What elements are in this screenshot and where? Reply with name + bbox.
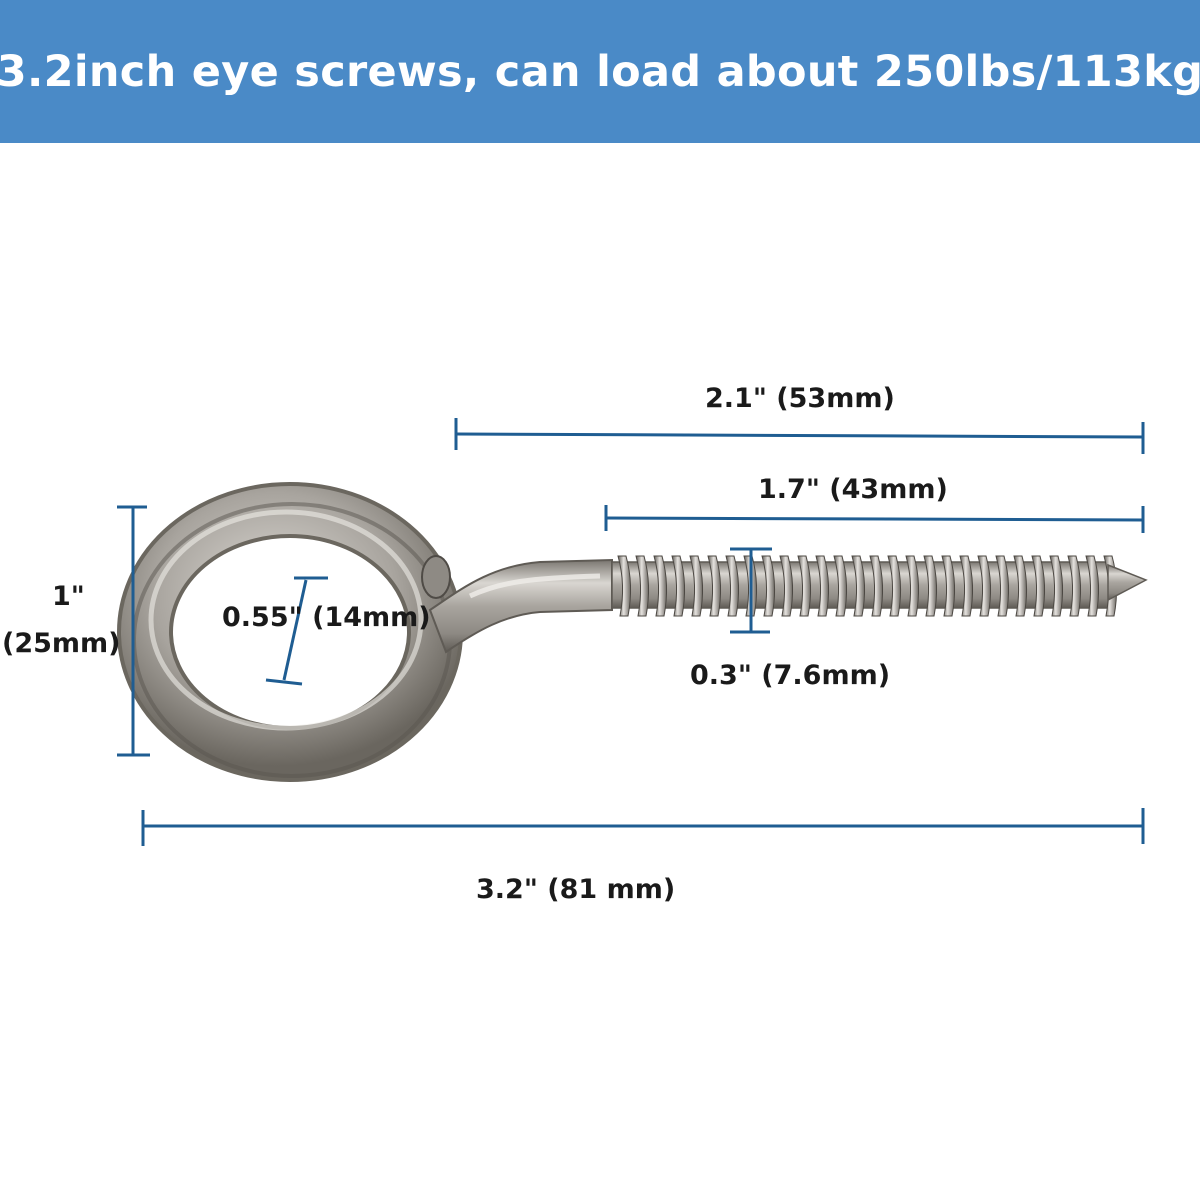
thread-ridge — [707, 555, 722, 617]
thread-ridge — [1049, 555, 1064, 617]
thread-ridge — [635, 555, 650, 617]
thread-ridge — [1031, 555, 1046, 617]
dimension-markers — [117, 418, 1145, 846]
thread-ridge — [833, 555, 848, 617]
thread-ridge — [779, 555, 794, 617]
screw-shank — [428, 558, 613, 654]
thread-diameter-label: 0.3" (7.6mm) — [690, 660, 891, 691]
thread-length-line — [605, 516, 1144, 522]
thread-ridge — [851, 555, 866, 617]
shank-length-line — [455, 432, 1144, 439]
thread-ridge — [797, 555, 812, 617]
thread-ridge — [1067, 555, 1082, 617]
title-banner: 3.2inch eye screws, can load about 250lb… — [0, 0, 1200, 143]
thread-ridge — [653, 555, 668, 617]
eye-height-mm-label: (25mm) — [2, 628, 121, 659]
thread-ridge — [887, 555, 902, 617]
eye-inner-diameter-label: 0.55" (14mm) — [222, 602, 431, 633]
thread-ridge — [671, 555, 686, 617]
thread-ridge — [761, 555, 776, 617]
thread-ridge — [689, 555, 704, 617]
thread-ridge — [995, 555, 1010, 617]
eye-inner-diameter-line — [282, 579, 308, 681]
total-length-label: 3.2" (81 mm) — [476, 874, 676, 905]
thread-ridge — [905, 555, 920, 617]
eye-height-inch-label: 1" — [52, 581, 85, 612]
thread-ridge — [1013, 555, 1028, 617]
thread-ridge — [977, 555, 992, 617]
screw-threads — [611, 555, 1148, 617]
shank-length-label: 2.1" (53mm) — [705, 383, 895, 414]
banner-title: 3.2inch eye screws, can load about 250lb… — [0, 46, 1200, 97]
thread-length-label: 1.7" (43mm) — [758, 474, 948, 505]
thread-ridge — [869, 555, 884, 617]
thread-ridge — [1085, 555, 1100, 617]
thread-ridge — [959, 555, 974, 617]
thread-ridge — [923, 555, 938, 617]
thread-ridge — [941, 555, 956, 617]
thread-ridge — [617, 555, 632, 617]
thread-ridge — [815, 555, 830, 617]
thread-ridge — [725, 555, 740, 617]
